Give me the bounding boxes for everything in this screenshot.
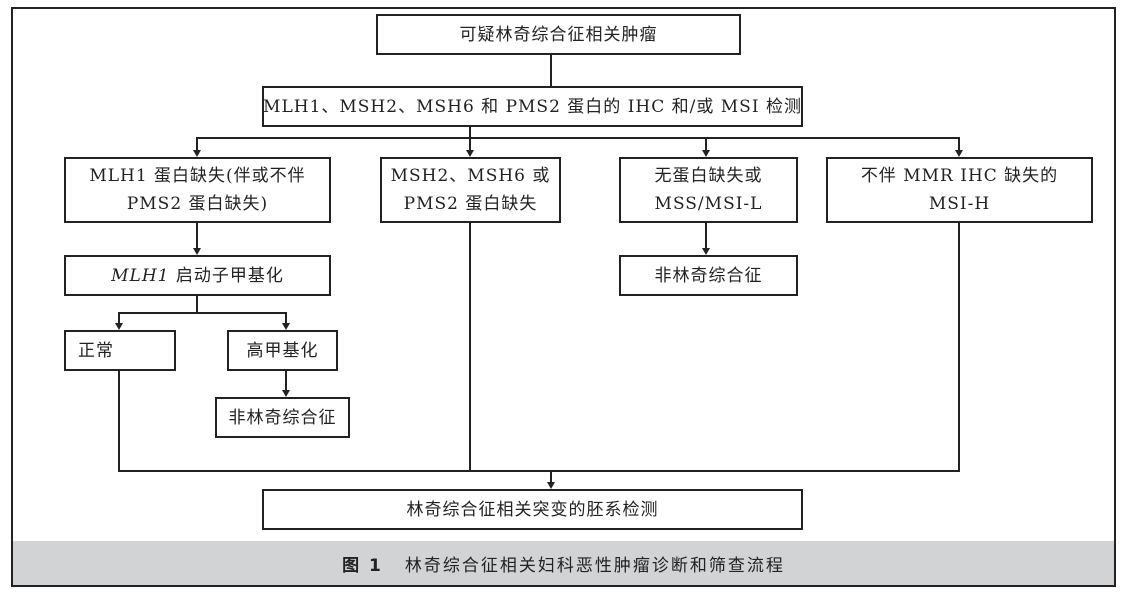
non-lynch-left-node: 非林奇综合征: [215, 397, 350, 438]
connector-hyper-to-nonlynch: [285, 371, 287, 391]
arrow-head-methylation: [193, 248, 201, 255]
branch-no-loss-line1: 无蛋白缺失或: [654, 166, 763, 186]
split-drop-normal: [118, 312, 120, 324]
branch-mlh1-loss-line2: PMS2 蛋白缺失): [126, 194, 269, 214]
figure-title: 林奇综合征相关妇科恶性肿瘤诊断和筛查流程: [404, 555, 785, 576]
arrow-head-d: [955, 150, 963, 157]
non-lynch-right-label: 非林奇综合征: [654, 265, 763, 286]
branch-drop-b: [469, 137, 471, 151]
test-node: MLH1、MSH2、MSH6 和 PMS2 蛋白的 IHC 和/或 MSI 检测: [262, 86, 803, 127]
hypermethylation-node: 高甲基化: [227, 330, 338, 371]
branch-bar: [196, 137, 960, 139]
arrow-head-nonlynch-left: [282, 390, 290, 397]
branch-msi-h-line2: MSI-H: [928, 194, 991, 214]
merge-bar: [118, 470, 960, 472]
connector-test-down: [469, 127, 471, 139]
branch-drop-d: [958, 137, 960, 151]
test-node-label: MLH1、MSH2、MSH6 和 PMS2 蛋白的 IHC 和/或 MSI 检测: [263, 96, 802, 117]
connector-normal-down: [118, 371, 120, 472]
split-drop-hyper: [285, 312, 287, 324]
branch-mlh1-loss-line1: MLH1 蛋白缺失(伴或不伴: [89, 166, 306, 186]
branch-drop-a: [196, 137, 198, 151]
methylation-node-label: MLH1 启动子甲基化: [111, 262, 284, 290]
branch-msh-loss: MSH2、MSH6 或 PMS2 蛋白缺失: [380, 157, 561, 223]
arrow-head-hyper: [282, 323, 290, 330]
germline-test-label: 林奇综合征相关突变的胚系检测: [406, 499, 659, 520]
methylation-node: MLH1 启动子甲基化: [64, 255, 331, 296]
hypermethylation-node-label: 高甲基化: [246, 340, 319, 361]
figure-caption: 图 1 林奇综合征相关妇科恶性肿瘤诊断和筛查流程: [13, 541, 1114, 585]
connector-mlh1-to-methylation: [196, 223, 198, 249]
branch-no-loss: 无蛋白缺失或 MSS/MSI-L: [619, 157, 798, 223]
arrow-head-nonlynch-right: [702, 248, 710, 255]
branch-msi-h-line1: 不伴 MMR IHC 缺失的: [860, 166, 1059, 186]
normal-node: 正常: [64, 330, 176, 371]
branch-drop-c: [705, 137, 707, 151]
connector-noloss-to-nonlynch: [705, 223, 707, 249]
arrow-head-a: [193, 150, 201, 157]
branch-no-loss-line2: MSS/MSI-L: [654, 194, 763, 214]
branch-mlh1-loss: MLH1 蛋白缺失(伴或不伴 PMS2 蛋白缺失): [64, 157, 331, 223]
branch-msi-h: 不伴 MMR IHC 缺失的 MSI-H: [826, 157, 1093, 223]
connector-msh-down: [469, 223, 471, 472]
branch-msh-loss-line1: MSH2、MSH6 或: [390, 166, 551, 186]
non-lynch-right-node: 非林奇综合征: [619, 255, 798, 296]
figure-number: 图 1: [342, 555, 383, 576]
split-bar: [118, 312, 287, 314]
connector-methylation-down: [196, 296, 198, 313]
non-lynch-left-label: 非林奇综合征: [228, 407, 337, 428]
start-node: 可疑林奇综合征相关肿瘤: [376, 14, 741, 55]
methylation-text: 启动子甲基化: [169, 265, 284, 286]
germline-test-node: 林奇综合征相关突变的胚系检测: [262, 489, 803, 530]
arrow-head-c: [702, 150, 710, 157]
connector-msih-down: [958, 223, 960, 472]
connector-merge-to-final: [550, 470, 552, 483]
connector-start-to-test: [550, 55, 552, 86]
arrow-head-normal: [115, 323, 123, 330]
arrow-head-final: [547, 482, 555, 489]
normal-node-label: 正常: [78, 340, 114, 361]
gene-name: MLH1: [111, 265, 170, 286]
arrow-head-b: [466, 150, 474, 157]
branch-msh-loss-line2: PMS2 蛋白缺失: [403, 194, 538, 214]
figure-frame: [11, 7, 1116, 587]
start-node-label: 可疑林奇综合征相关肿瘤: [459, 24, 658, 45]
